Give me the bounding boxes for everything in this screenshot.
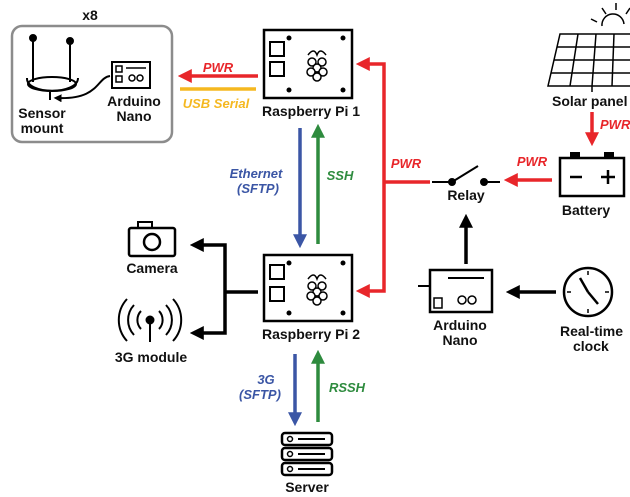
antenna-icon bbox=[117, 298, 183, 342]
edge-ssh-label: SSH bbox=[327, 168, 354, 183]
realtime-clock-label-line1: Real-time bbox=[560, 323, 623, 339]
edge-pwr-relay-to-pi2 bbox=[355, 182, 386, 298]
raspberry-pi-1-icon bbox=[262, 28, 354, 100]
solar-panel-label: Solar panel bbox=[552, 93, 627, 109]
realtime-clock-label-line2: clock bbox=[573, 338, 609, 354]
arduino-nano-bottom-icon bbox=[418, 268, 494, 314]
relay: Relay bbox=[432, 165, 500, 203]
edge-3g-label-line1: 3G bbox=[257, 372, 274, 387]
relay-label: Relay bbox=[447, 187, 485, 203]
realtime-clock: Real-time clock bbox=[560, 266, 623, 354]
edge-rssh-label: RSSH bbox=[329, 380, 366, 395]
raspberry-logo-icon bbox=[306, 274, 328, 306]
edge-pwr-battery-label: PWR bbox=[517, 154, 548, 169]
edge-pwr-solar-label: PWR bbox=[600, 117, 630, 132]
raspberry-pi-1-label: Raspberry Pi 1 bbox=[262, 103, 360, 119]
solar-panel: Solar panel bbox=[547, 3, 630, 109]
raspberry-logo-icon bbox=[306, 50, 328, 82]
arduino-nano-bottom-label-line1: Arduino bbox=[433, 317, 487, 333]
sensor-group: x8 Sensor mount Arduino Nano bbox=[10, 7, 174, 144]
edge-3g-label-line2: (SFTP) bbox=[239, 387, 281, 402]
sensor-mount-icon bbox=[25, 34, 79, 100]
clock-icon bbox=[562, 266, 614, 318]
module-3g: 3G module bbox=[115, 298, 188, 365]
edge-ethernet-label-line1: Ethernet bbox=[230, 166, 283, 181]
edge-pwr-relay-label: PWR bbox=[391, 156, 422, 171]
server-label: Server bbox=[285, 479, 329, 495]
raspberry-pi-2: Raspberry Pi 2 bbox=[262, 253, 360, 342]
sensor-cable bbox=[53, 75, 111, 103]
battery-icon bbox=[558, 152, 626, 198]
arduino-nano-top-icon bbox=[111, 61, 151, 89]
camera-label: Camera bbox=[126, 260, 178, 276]
battery: Battery bbox=[558, 152, 626, 218]
sun-icon bbox=[590, 3, 630, 27]
arduino-nano-bottom: Arduino Nano bbox=[418, 268, 494, 348]
arduino-nano-top-label-line1: Arduino bbox=[107, 93, 161, 109]
edge-pi2-to-3g bbox=[189, 292, 227, 340]
raspberry-pi-2-icon bbox=[262, 253, 354, 323]
arduino-nano-top-label-line2: Nano bbox=[117, 108, 152, 124]
module-3g-label: 3G module bbox=[115, 349, 188, 365]
sensor-mount-label-line2: mount bbox=[21, 120, 64, 136]
arduino-nano-bottom-label-line2: Nano bbox=[443, 332, 478, 348]
edge-pi2-to-camera bbox=[189, 238, 227, 292]
sensor-multiplier: x8 bbox=[82, 7, 98, 23]
server: Server bbox=[280, 431, 334, 495]
edge-pwr-relay-to-pi1 bbox=[355, 57, 386, 182]
camera-icon bbox=[127, 221, 177, 258]
sensor-mount-label-line1: Sensor bbox=[18, 105, 66, 121]
edge-ethernet-label-line2: (SFTP) bbox=[237, 181, 279, 196]
raspberry-pi-1: Raspberry Pi 1 bbox=[262, 28, 360, 119]
server-icon bbox=[280, 431, 334, 477]
edge-pwr-to-arduino-label: PWR bbox=[203, 60, 234, 75]
relay-switch-icon bbox=[432, 165, 500, 186]
solar-panel-icon bbox=[547, 33, 630, 92]
edge-usb-serial-label: USB Serial bbox=[183, 96, 250, 111]
raspberry-pi-2-label: Raspberry Pi 2 bbox=[262, 326, 360, 342]
battery-label: Battery bbox=[562, 202, 610, 218]
camera: Camera bbox=[126, 221, 178, 276]
